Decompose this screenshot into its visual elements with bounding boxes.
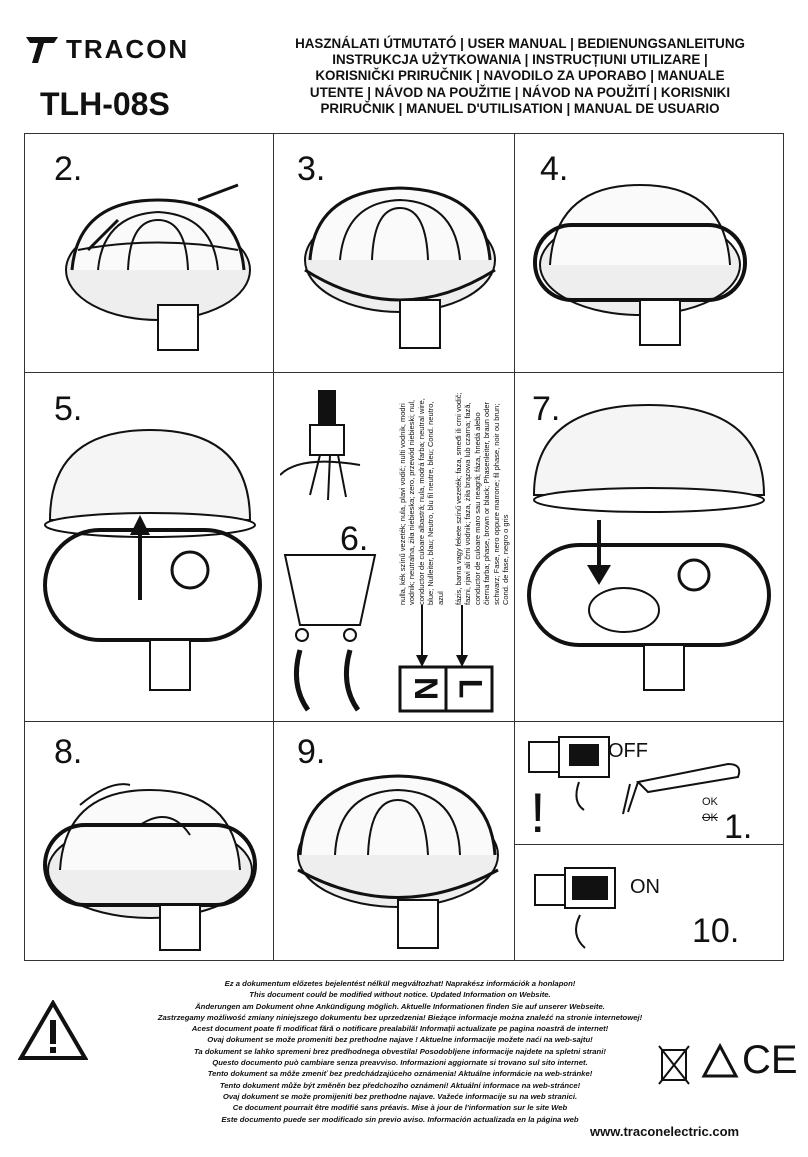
ce-mark: CE [742, 1038, 798, 1082]
lamp-secure-cage-illustration [297, 774, 499, 949]
tracon-logo-icon [26, 37, 58, 63]
breaker-off-illustration [528, 736, 610, 811]
step-number-6: 6. [340, 520, 369, 558]
step-number-5: 5. [54, 390, 83, 428]
off-label: OFF [608, 740, 648, 762]
step-number-1: 1. [724, 808, 753, 846]
tester-not-ok-label: OK [702, 812, 718, 824]
manual-headline: HASZNÁLATI ÚTMUTATÓ | USER MANUAL | BEDI… [295, 36, 745, 116]
neutral-terminal-label: N [408, 676, 445, 701]
on-label: ON [630, 876, 660, 898]
step-number-8: 8. [54, 733, 83, 771]
panel-step-10 [514, 844, 784, 961]
neutral-wire-text: nulla, kék színű vezeték; nula, plavi vo… [398, 398, 445, 605]
voltage-tester-icon [622, 762, 741, 815]
terminal-arrows-illustration [398, 605, 494, 713]
step-number-9: 9. [297, 733, 326, 771]
disclaimer-text: Ez a dokumentum előzetes bejelentést nél… [157, 979, 643, 1124]
phase-wire-text: fázis, barna vagy fekete színű vezeték; … [454, 392, 511, 605]
lamp-close-cage-illustration [43, 783, 257, 951]
lamp-bulb-insert-illustration [527, 403, 771, 691]
breaker-on-illustration [534, 867, 616, 949]
wiring-illustration [280, 390, 377, 712]
weee-bin-icon [658, 1045, 690, 1085]
live-terminal-label: L [452, 678, 489, 699]
brand-logo: TRACON [22, 28, 212, 70]
recycle-icon [701, 1042, 739, 1078]
website-link[interactable]: www.traconelectric.com [590, 1124, 740, 1139]
step-number-4: 4. [540, 150, 569, 188]
lamp-cage-rotate-illustration [304, 186, 496, 349]
wire-colour-text: nulla, kék színű vezeték; nula, plavi vo… [398, 390, 518, 610]
step-number-2: 2. [54, 150, 83, 188]
step-number-3: 3. [297, 150, 326, 188]
model-number: TLH-08S [40, 86, 170, 122]
warning-triangle-icon [18, 1000, 88, 1060]
warning-exclamation: ! [530, 781, 546, 844]
step-number-10: 10. [692, 912, 740, 950]
step-number-7: 7. [532, 390, 561, 428]
brand-name: TRACON [66, 33, 190, 64]
lamp-open-illustration [43, 428, 262, 691]
lamp-diffuser-illustration [533, 183, 747, 346]
lamp-with-cage-illustration [65, 183, 251, 351]
tester-ok-label: OK [702, 796, 718, 808]
